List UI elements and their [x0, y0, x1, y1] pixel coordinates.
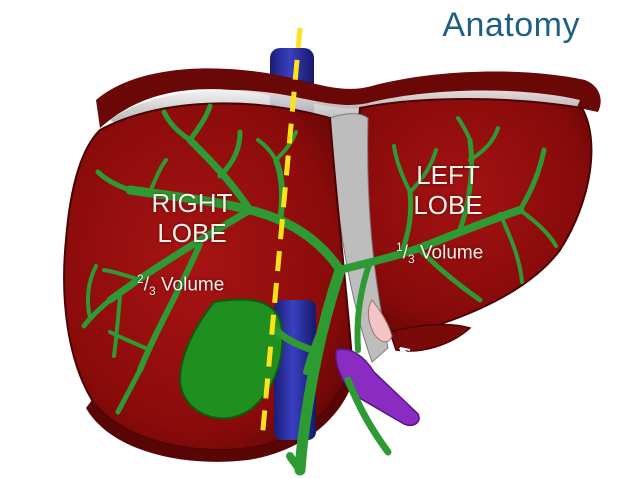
right-volume-numerator: 2 — [137, 272, 144, 286]
left-volume-denominator: 3 — [407, 252, 415, 267]
left-volume-word: Volume — [419, 242, 484, 264]
liver-top-rim — [96, 68, 601, 128]
left-lobe-label-line2: LOBE — [413, 190, 483, 220]
left-lobe-label: LEFT LOBE — [398, 160, 498, 220]
right-lobe-label-line1: RIGHT — [151, 188, 233, 218]
left-lobe-volume: 1/3 Volume — [396, 240, 484, 267]
left-volume-numerator: 1 — [396, 240, 403, 254]
gallbladder — [179, 298, 284, 420]
left-lobe-tip — [389, 323, 472, 352]
pointer-arrow — [399, 347, 429, 369]
right-lobe-label-line2: LOBE — [157, 218, 227, 248]
figure-title: Anatomy — [442, 6, 580, 44]
right-lobe-label: RIGHT LOBE — [140, 188, 244, 248]
portal-vein — [335, 348, 420, 426]
left-lobe-label-line1: LEFT — [416, 160, 480, 190]
biliary-tree — [81, 103, 558, 476]
right-volume-word: Volume — [160, 274, 225, 296]
right-lobe-volume: 2/3 Volume — [137, 272, 225, 299]
cantlie-line — [259, 27, 303, 441]
falciform-ligament — [329, 113, 389, 363]
right-volume-denominator: 3 — [148, 284, 156, 299]
round-ligament — [367, 299, 393, 343]
